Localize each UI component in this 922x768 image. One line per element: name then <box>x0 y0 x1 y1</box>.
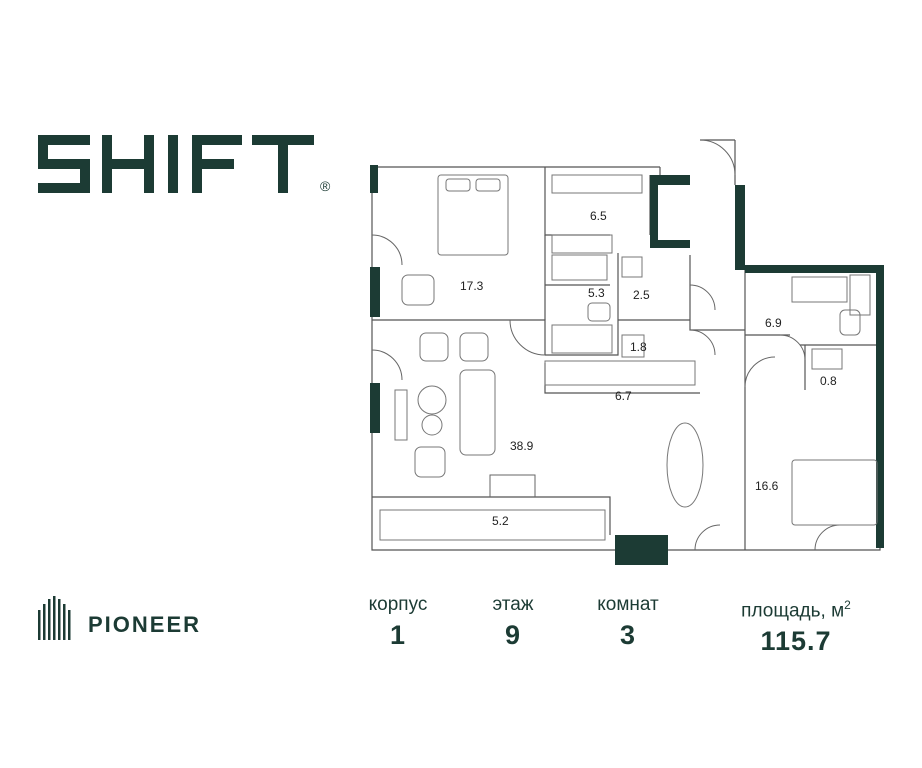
room-area-bathroom-2: 6.9 <box>765 316 782 330</box>
room-area-bedroom-2: 16.6 <box>755 479 779 493</box>
room-area-bedroom-1: 17.3 <box>460 279 484 293</box>
floor-value: 9 <box>504 620 522 650</box>
area-label: площадь, м2 <box>726 594 866 622</box>
floor-plan: 17.3 6.5 5.3 2.5 1.8 6.9 0.8 6.7 38.9 16… <box>370 139 884 565</box>
stat-area: площадь, м2 115.7 <box>726 594 866 656</box>
building-label: корпус <box>368 594 428 615</box>
area-value: 115.7 <box>760 626 832 657</box>
floor-label: этаж <box>492 594 534 615</box>
room-area-living-room: 38.9 <box>510 439 534 453</box>
room-area-bathroom-1: 5.3 <box>588 286 605 300</box>
stat-floor: этаж 9 <box>472 594 554 650</box>
stat-building: корпус 1 <box>352 594 444 650</box>
room-area-storage: 0.8 <box>820 374 837 388</box>
room-area-wc: 2.5 <box>633 288 650 302</box>
pioneer-wordmark: PIONEER <box>88 612 201 637</box>
building-value: 1 <box>389 620 407 650</box>
room-area-wardrobe: 6.5 <box>590 209 607 223</box>
registered-mark: ® <box>320 178 331 193</box>
room-area-laundry: 1.8 <box>630 340 647 354</box>
shift-logo: ® <box>38 135 331 193</box>
room-area-kitchen: 6.7 <box>615 389 632 403</box>
area-unit-sup: 2 <box>844 598 851 612</box>
pioneer-logo: PIONEER <box>38 596 201 640</box>
rooms-label: комнат <box>597 594 659 615</box>
area-label-text: площадь, м <box>741 600 845 622</box>
room-area-balcony: 5.2 <box>492 514 509 528</box>
stat-rooms: комнат 3 <box>580 594 676 650</box>
rooms-value: 3 <box>619 620 637 650</box>
